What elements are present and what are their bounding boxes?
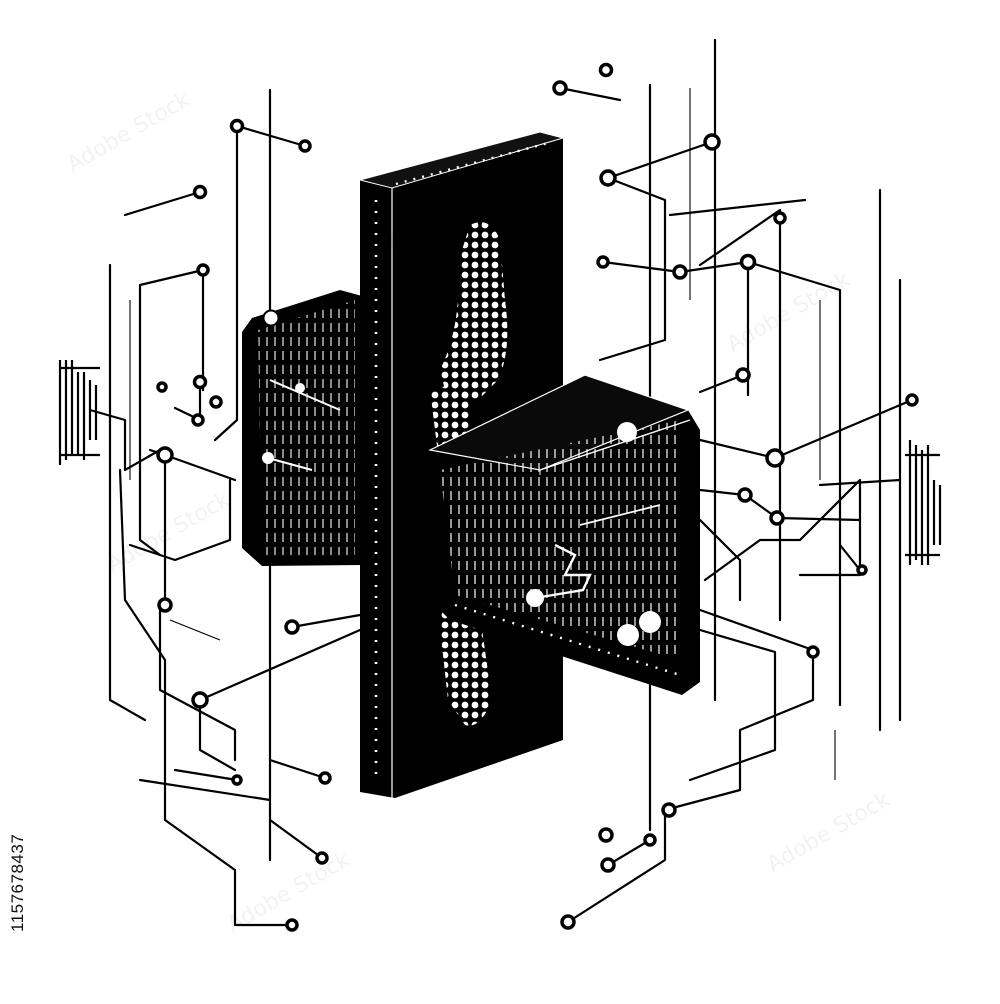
barcode-left xyxy=(58,360,100,465)
front-slab xyxy=(428,374,700,695)
left-slab xyxy=(242,290,362,566)
thin-traces xyxy=(129,88,836,780)
circuit-nodes xyxy=(156,62,919,932)
stock-id: 1157678437 xyxy=(8,833,27,932)
barcode-right xyxy=(905,440,942,565)
